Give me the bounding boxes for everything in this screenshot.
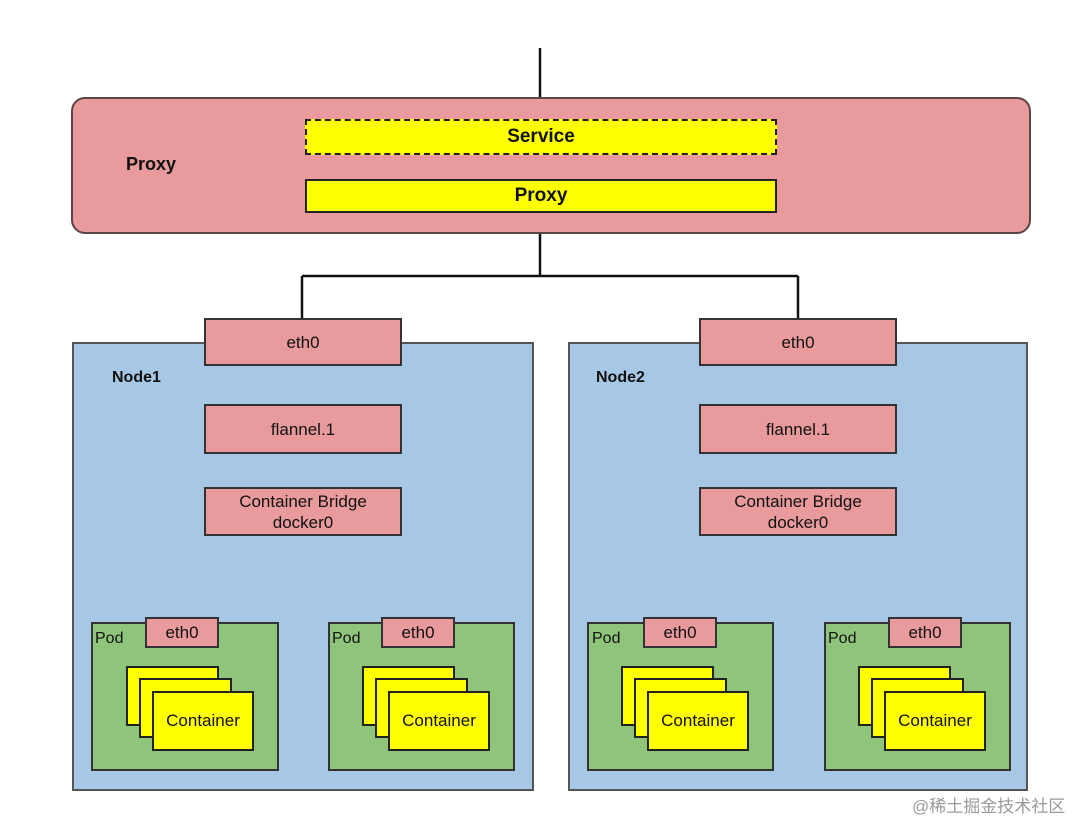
bridge-line2: docker0 [272,512,334,532]
node2-flannel: flannel.1 [699,404,897,454]
node2-container-bridge: Container Bridge docker0 [699,487,897,536]
container-box: Container [388,691,490,751]
pod-label: Pod [332,630,361,647]
bridge-line1: Container Bridge [734,491,862,511]
node2-eth0: eth0 [699,318,897,366]
pod-eth0: eth0 [643,617,717,648]
container-box: Container [152,691,254,751]
pod-label: Pod [828,630,857,647]
watermark: @稀土掘金技术社区 [912,797,1066,816]
pod-eth0: eth0 [145,617,219,648]
proxy-box: Proxy [305,179,777,213]
node1-eth0: eth0 [204,318,402,366]
node1-container-bridge: Container Bridge docker0 [204,487,402,536]
bridge-line2: docker0 [767,512,829,532]
proxy-region-label: Proxy [126,154,177,174]
pod-label: Pod [592,630,621,647]
proxy-region [71,97,1031,234]
node1-label: Node1 [112,369,161,386]
node1-flannel: flannel.1 [204,404,402,454]
service-box: Service [305,119,777,155]
pod-eth0: eth0 [381,617,455,648]
node2-label: Node2 [596,369,645,386]
container-box: Container [647,691,749,751]
pod-label: Pod [95,630,124,647]
container-box: Container [884,691,986,751]
pod-eth0: eth0 [888,617,962,648]
bridge-line1: Container Bridge [239,491,367,511]
